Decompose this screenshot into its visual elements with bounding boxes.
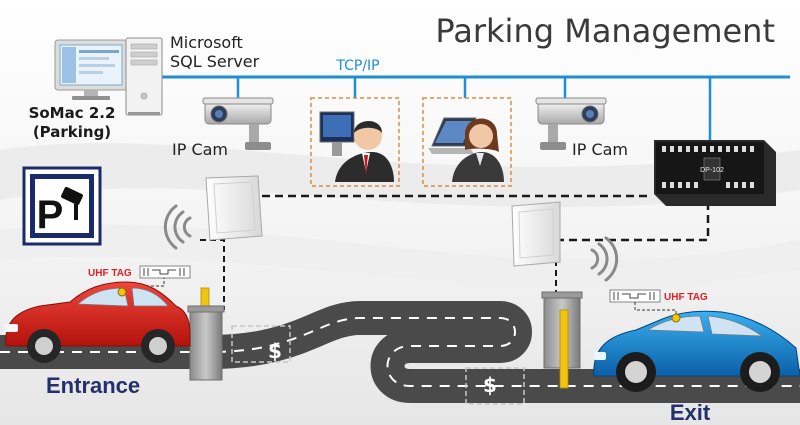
barrier-gate-icon [187, 287, 225, 381]
barrier-gate-icon [541, 291, 583, 389]
uhf-tag-right-label: UHF TAG [664, 292, 708, 303]
ip-camera-icon [535, 97, 607, 150]
rfid-reader-icon [511, 201, 561, 267]
car-icon [593, 310, 800, 392]
operator-box [422, 97, 512, 187]
camera-right-label: IP Cam [572, 140, 628, 159]
background-swoosh [0, 143, 800, 208]
computer-icon [54, 39, 128, 100]
operator-box [310, 97, 400, 187]
server-icon [125, 37, 163, 116]
camera-left-label: IP Cam [172, 140, 228, 159]
uhf-tag-icon [609, 289, 661, 303]
software-name: SoMac 2.2 [29, 104, 116, 122]
uhf-tag-left-label: UHF TAG [88, 268, 132, 279]
controller-label: DP-102 [700, 167, 724, 174]
server-name: Microsoft [170, 33, 243, 52]
entrance-label: Entrance [46, 373, 140, 398]
controller-icon: DP-102 [654, 140, 776, 206]
car-icon [4, 281, 191, 363]
network-label: TCP/IP [335, 58, 379, 74]
svg-text:$: $ [483, 373, 497, 397]
server-subtitle: SQL Server [170, 52, 260, 71]
exit-label: Exit [670, 400, 711, 425]
wireless-signal-icon [590, 236, 619, 282]
road: $ $ [0, 301, 800, 405]
svg-text:$: $ [268, 339, 282, 363]
tag-marker [671, 313, 681, 323]
wiring-line [200, 239, 225, 310]
uhf-tag-icon [139, 265, 191, 279]
operator-icon [319, 111, 394, 182]
wireless-signal-icon [163, 204, 192, 250]
svg-text:P: P [37, 193, 64, 237]
software-subtitle: (Parking) [33, 123, 111, 141]
tag-pointer [634, 302, 677, 316]
operator-icon [428, 117, 504, 182]
ip-camera-icon [202, 97, 274, 150]
tag-marker [117, 287, 127, 297]
wiring-line [556, 206, 710, 242]
rfid-reader-icon [205, 175, 263, 241]
page-title: Parking Management [435, 12, 775, 50]
parking-sign-icon: P [22, 166, 102, 246]
